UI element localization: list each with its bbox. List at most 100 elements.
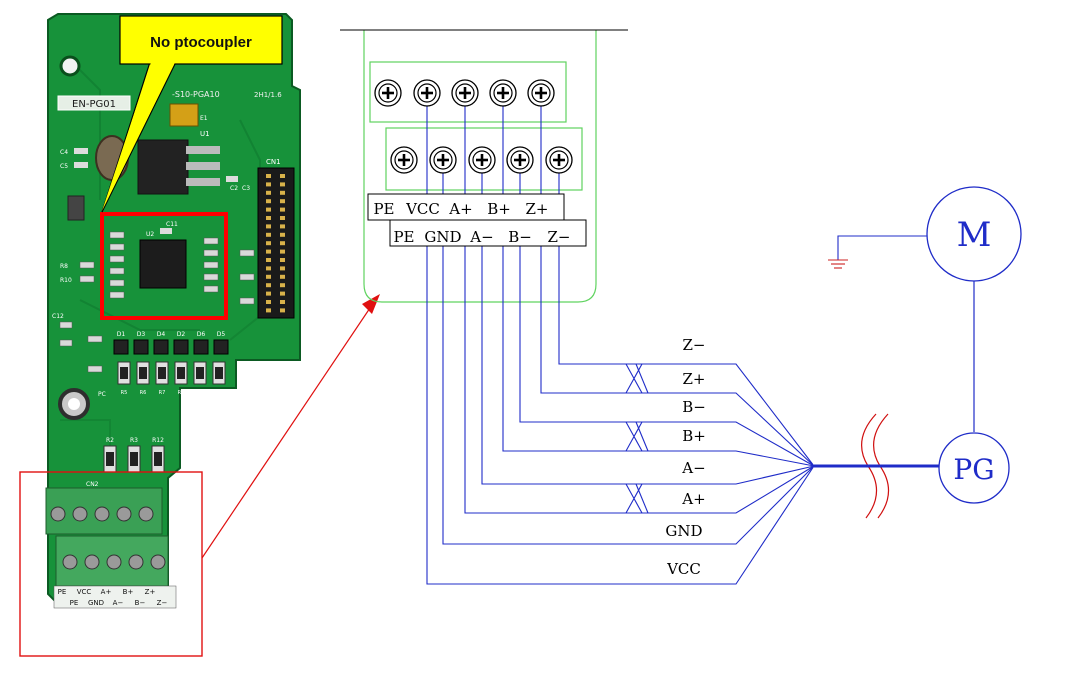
- resistor-label: R14: [195, 390, 205, 396]
- signal-wire: [464, 93, 815, 514]
- pcb-board: EN-PG01 -S10-PGA10 2H1/1.6 E1 U1 C4 C5 C…: [45, 13, 301, 609]
- twisted-pair-icon: [625, 421, 643, 452]
- callout: No ptocoupler: [101, 15, 283, 213]
- screw-terminal-icon: [429, 146, 457, 174]
- wire-label: B+: [682, 427, 706, 445]
- board-terminal-label: PE: [58, 588, 67, 596]
- wire-label: VCC: [666, 560, 701, 578]
- terminal-label-bottom: PE: [393, 228, 414, 246]
- signal-wire: [481, 160, 815, 485]
- connector-label: CN1: [266, 158, 281, 166]
- ic-u2: [139, 239, 187, 289]
- svg-text:CN2: CN2: [86, 481, 99, 488]
- terminal-screw: [72, 506, 88, 522]
- resistor-label: R6: [140, 390, 147, 396]
- signal-wire: [558, 160, 815, 467]
- terminal-label-top: A+: [448, 200, 472, 218]
- terminal-screw: [84, 554, 100, 570]
- diode-label: D5: [217, 331, 226, 338]
- twisted-pair-icon: [625, 363, 643, 394]
- board-rev-label: 2H1/1.6: [254, 91, 282, 99]
- svg-text:PC: PC: [98, 391, 106, 398]
- header-connector: [257, 167, 295, 319]
- board-part-label: -S10-PGA10: [172, 90, 220, 99]
- callout-text: No ptocoupler: [150, 34, 252, 51]
- terminal-screw: [62, 554, 78, 570]
- wire-label: Z+: [683, 370, 706, 388]
- svg-text:C5: C5: [60, 163, 68, 170]
- screw-terminal-icon: [390, 146, 418, 174]
- terminal-screw: [94, 506, 110, 522]
- encoder-label: PG: [953, 453, 994, 486]
- diode: [133, 339, 149, 355]
- twisted-pair-icon: [625, 483, 643, 514]
- board-terminal-label: A−: [113, 599, 124, 607]
- wire-label: A+: [681, 490, 705, 508]
- screw-terminal-icon: [413, 79, 441, 107]
- board-terminal-label: A+: [101, 588, 112, 596]
- svg-text:U1: U1: [200, 130, 210, 138]
- screw-terminal-icon: [451, 79, 479, 107]
- svg-text:C2: C2: [230, 185, 238, 192]
- diode: [153, 339, 169, 355]
- wire-label: Z−: [683, 336, 706, 354]
- terminal-label-top: VCC: [405, 200, 440, 218]
- screw-terminal-icon: [527, 79, 555, 107]
- wire-label: A−: [681, 459, 705, 477]
- label-strip-bottom: [389, 219, 587, 247]
- terminal-screw: [138, 506, 154, 522]
- board-terminal-label: Z−: [157, 599, 168, 607]
- terminal-housing: [363, 30, 597, 303]
- terminal-label-top: PE: [373, 200, 394, 218]
- diode: [193, 339, 209, 355]
- encoder-symbol: [938, 432, 1010, 504]
- motor-label: M: [957, 215, 992, 255]
- zoom-region-box: [19, 471, 203, 657]
- terminal-screw: [116, 506, 132, 522]
- diode: [173, 339, 189, 355]
- terminal-label-top: Z+: [526, 200, 549, 218]
- ground-icon: [828, 235, 927, 269]
- svg-text:U2: U2: [146, 231, 154, 238]
- diode-label: D2: [177, 331, 186, 338]
- svg-text:R8: R8: [60, 263, 68, 270]
- terminal-screw: [128, 554, 144, 570]
- terminal-screw: [50, 506, 66, 522]
- svg-text:R10: R10: [60, 277, 72, 284]
- terminal-label-top: B+: [487, 200, 511, 218]
- diode-label: D1: [117, 331, 126, 338]
- board-terminal-label: VCC: [77, 588, 92, 596]
- svg-text:C4: C4: [60, 149, 68, 156]
- diode: [113, 339, 129, 355]
- svg-text:E1: E1: [200, 115, 208, 122]
- terminal-label-bottom: A−: [469, 228, 493, 246]
- wire-label: B−: [682, 398, 706, 416]
- svg-text:C11: C11: [166, 221, 178, 228]
- mounting-hole: [59, 55, 81, 77]
- terminal-screw: [150, 554, 166, 570]
- zoom-arrow: [201, 304, 373, 559]
- signal-wire: [502, 93, 815, 467]
- resistor-label: R12: [152, 437, 164, 444]
- resistor-label: R7: [159, 390, 166, 396]
- resistor-label: R5: [121, 390, 128, 396]
- optocoupler-highlight: [100, 212, 228, 320]
- zoom-arrowhead: [362, 294, 380, 314]
- terminal-label-bottom: B−: [508, 228, 532, 246]
- signal-wire: [426, 93, 815, 585]
- wire-label: GND: [665, 522, 702, 540]
- board-terminal-label: PE: [70, 599, 79, 607]
- svg-text:C3: C3: [242, 185, 250, 192]
- screw-terminal-icon: [506, 146, 534, 174]
- board-terminal-label: GND: [88, 599, 104, 607]
- screw-terminal-icon: [374, 79, 402, 107]
- screw-terminal-icon: [545, 146, 573, 174]
- diode: [213, 339, 229, 355]
- tantalum-capacitor: [169, 103, 199, 127]
- screw-terminal-icon: [489, 79, 517, 107]
- board-terminal-label: B+: [123, 588, 134, 596]
- voltage-regulator: [137, 139, 189, 195]
